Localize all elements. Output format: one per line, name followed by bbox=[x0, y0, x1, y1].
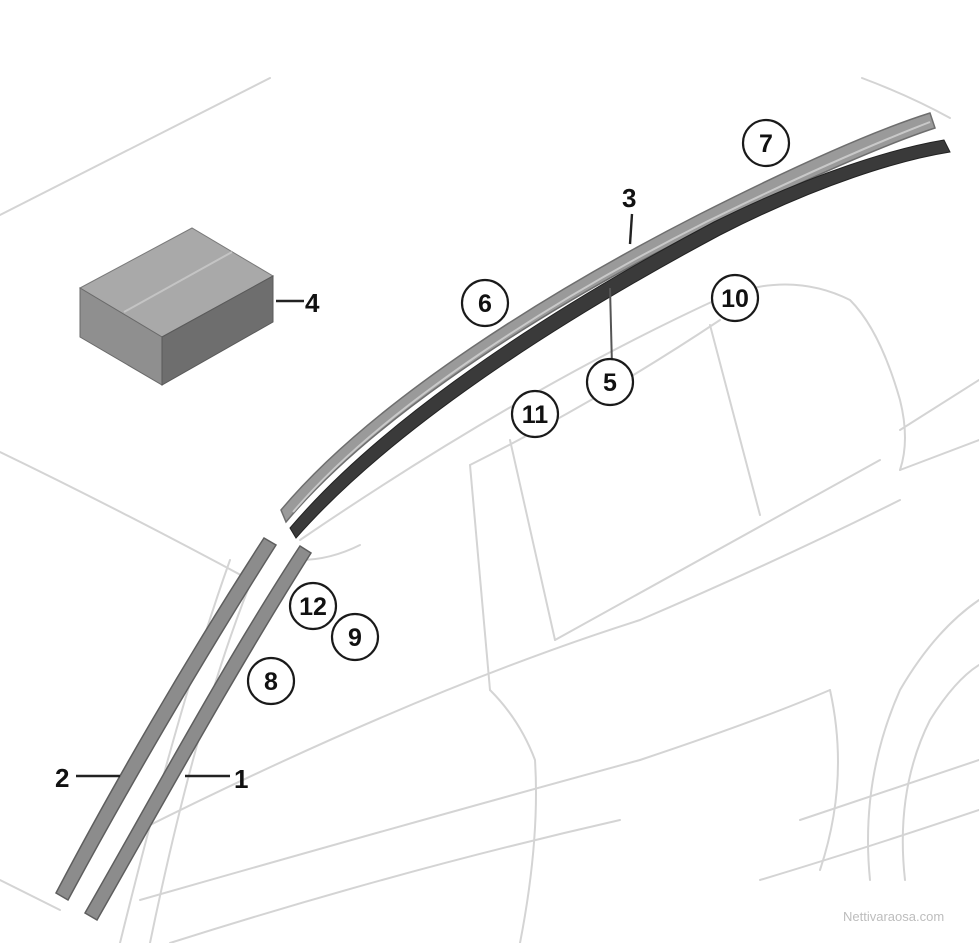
roof-channel-dark bbox=[289, 139, 951, 539]
callout-label-2: 2 bbox=[55, 763, 69, 793]
callout-label-4: 4 bbox=[305, 288, 320, 318]
a-pillar-trim-2 bbox=[55, 536, 278, 902]
watermark-text: Nettivaraosa.com bbox=[843, 909, 944, 924]
callout-text-10: 10 bbox=[721, 285, 749, 313]
callout-text-8: 8 bbox=[264, 668, 278, 696]
callout-9: 9 bbox=[330, 612, 380, 662]
callout-7: 7 bbox=[741, 118, 791, 168]
callout-5: 5 bbox=[585, 357, 635, 407]
roof-trim-parts bbox=[55, 112, 951, 922]
callout-label-3: 3 bbox=[622, 183, 636, 213]
callout-text-12: 12 bbox=[299, 593, 327, 621]
leader-lines bbox=[76, 213, 634, 778]
callout-text-11: 11 bbox=[522, 401, 549, 429]
callout-text-7: 7 bbox=[759, 130, 773, 158]
callout-label-1: 1 bbox=[234, 764, 248, 794]
roof-molding-light bbox=[280, 112, 936, 524]
clip-5 bbox=[609, 287, 613, 367]
a-pillar-trim-1 bbox=[83, 544, 313, 922]
box-side-face bbox=[161, 275, 274, 386]
callout-8: 8 bbox=[246, 656, 296, 706]
box-seam-line bbox=[123, 251, 233, 313]
callout-text-6: 6 bbox=[478, 290, 492, 318]
box-part bbox=[78, 227, 275, 386]
roof-molding-highlight bbox=[292, 121, 931, 513]
callout-text-9: 9 bbox=[348, 624, 362, 652]
callout-12: 12 bbox=[288, 581, 338, 631]
callout-6: 6 bbox=[460, 278, 510, 328]
car-body-outline bbox=[0, 77, 979, 943]
callout-10: 10 bbox=[710, 273, 760, 323]
callout-11: 11 bbox=[510, 389, 560, 439]
callout-text-5: 5 bbox=[603, 369, 617, 397]
